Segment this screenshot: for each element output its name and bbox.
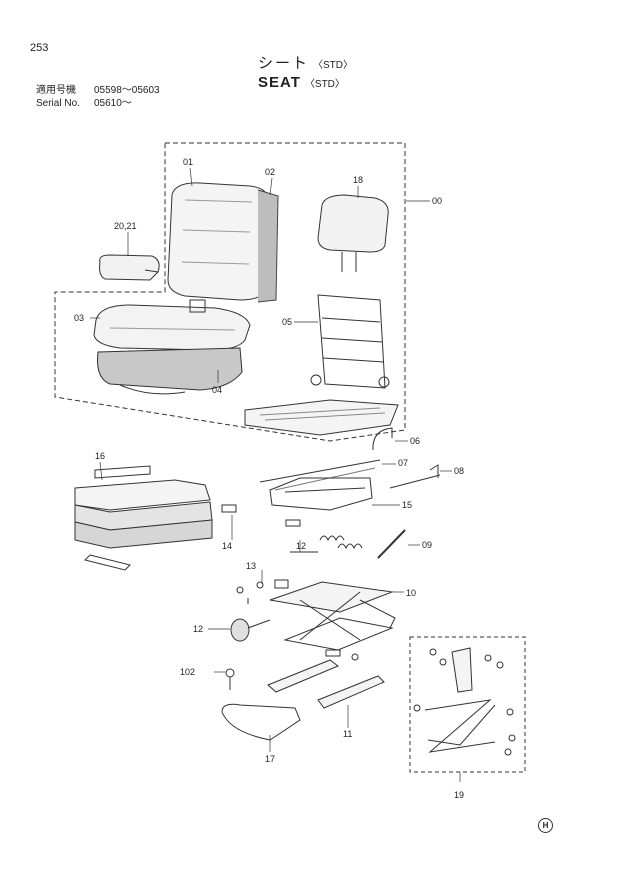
bracket-15 [269,477,373,511]
part-label-13: 13 [246,561,257,571]
height-knob-12 [230,618,271,642]
armrest-20-21 [99,254,160,281]
seat-frame-05 [244,294,399,436]
serial-row-en: Serial No.05610～ [36,98,132,109]
pad-14 [221,504,237,513]
leader-lines [90,167,461,782]
scissor-base-10 [269,581,396,651]
part-label-12-knob: 12 [193,624,204,634]
springs-12 [290,535,363,553]
cushion-base-04 [97,347,243,395]
part-label-03: 03 [74,313,85,323]
bolt-102 [225,668,235,690]
suspension-stack-16 [74,465,213,571]
part-label-20-21: 20,21 [114,221,137,231]
part-label-17: 17 [265,754,276,764]
part-label-05: 05 [282,317,293,327]
gas-spring-09 [377,529,406,559]
part-label-12-spring: 12 [296,541,307,551]
part-label-08: 08 [454,466,465,476]
bolts-13 [236,579,289,604]
seat-cushion-03 [93,299,251,351]
cable-06 [372,427,393,451]
lever-08 [389,464,441,489]
part-label-14: 14 [222,541,233,551]
part-label-102: 102 [180,667,196,677]
bracket-kit-19 [413,647,516,756]
part-label-11: 11 [343,729,353,739]
part-label-00: 00 [432,196,443,206]
part-label-06: 06 [410,436,421,446]
part-label-01: 01 [183,157,194,167]
assembly-boundary-19 [409,636,526,773]
headrest-18 [317,194,389,272]
rails-11 [267,649,385,709]
page-title-en: SEAT〈STD〉 [258,74,345,91]
slide-rods-07 [259,459,381,491]
brand-logo: H [538,818,553,833]
part-label-02: 02 [265,167,276,177]
part-label-16: 16 [95,451,106,461]
pad-14b [285,519,301,527]
part-label-18: 18 [353,175,364,185]
backrest-01 [167,182,279,303]
page-title-jp: シート〈STD〉 [258,55,354,72]
part-label-04: 04 [212,385,223,395]
wire-17 [221,703,301,741]
part-label-09: 09 [422,540,433,550]
part-label-15: 15 [402,500,413,510]
part-label-19: 19 [454,790,465,800]
page-number: 253 [30,42,49,54]
part-label-07: 07 [398,458,409,468]
part-label-10: 10 [406,588,417,598]
